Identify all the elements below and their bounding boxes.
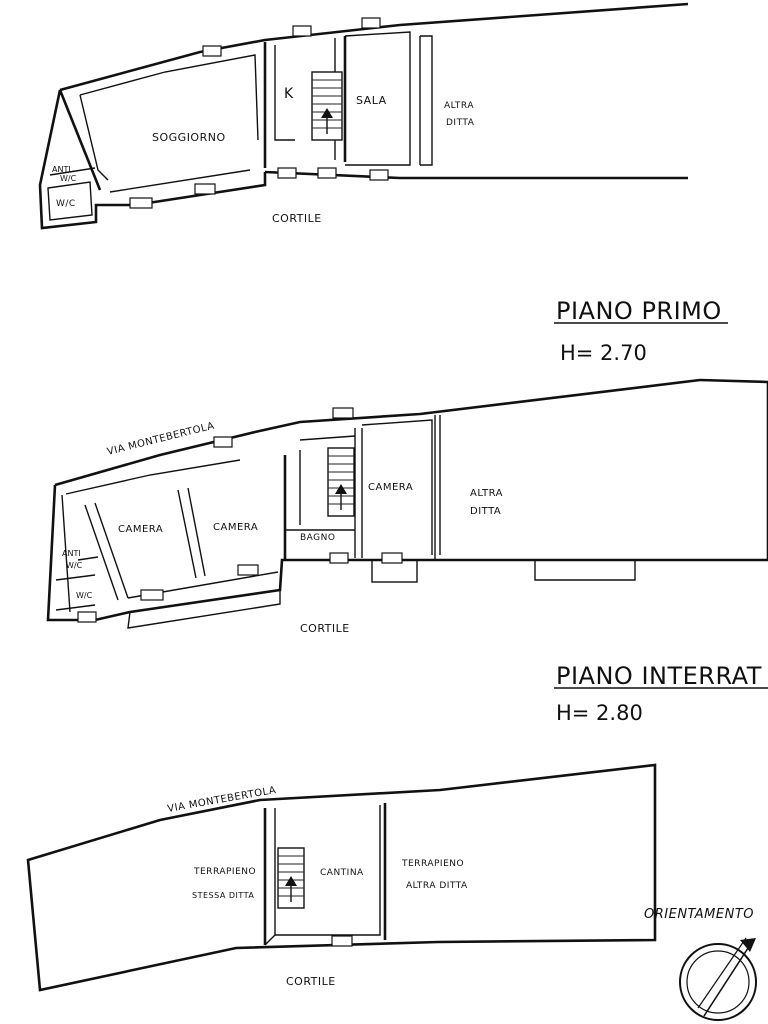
room-label-wc: W/C	[56, 199, 76, 209]
basement-height: H= 2.80	[556, 701, 643, 725]
window-markers	[129, 17, 389, 209]
room-label-bagno: BAGNO	[300, 533, 335, 543]
room-label-kitchen: K	[284, 86, 294, 102]
first-floor-height: H= 2.70	[560, 341, 647, 365]
room-label-ditta: DITTA	[470, 506, 501, 517]
room-label-altra: ALTRA	[470, 488, 503, 499]
room-label-altra-ditta: ALTRA DITTA	[406, 881, 468, 891]
room-label-anti: ANTI	[52, 165, 71, 174]
ground-floor-plan: SOGGIORNO K SALA ALTRA DITTA ANTI W/C W/…	[38, 2, 689, 230]
street-label: VIA MONTEBERTOLA	[106, 421, 216, 458]
section-heading-basement: PIANO INTERRAT	[556, 662, 762, 690]
orientation-label: ORIENTAMENTO	[644, 907, 754, 922]
room-label-camera-1: CAMERA	[118, 524, 163, 535]
room-label-wc: W/C	[76, 591, 93, 600]
room-label-sala: SALA	[356, 94, 387, 107]
stairs-icon	[311, 71, 343, 141]
room-label-cantina: CANTINA	[320, 868, 364, 878]
room-label-terrapieno: TERRAPIENO	[193, 867, 256, 877]
room-label-ditta: DITTA	[446, 118, 475, 128]
room-label-camera-2: CAMERA	[213, 522, 258, 533]
room-label-soggiorno: SOGGIORNO	[152, 131, 226, 144]
stairs-icon	[277, 847, 305, 909]
room-label-altra: ALTRA	[444, 101, 474, 111]
room-label-anti: ANTI	[62, 549, 81, 558]
window-marker	[331, 935, 353, 947]
room-label-camera-3: CAMERA	[368, 482, 413, 493]
room-label-stessa-ditta: STESSA DITTA	[192, 891, 254, 900]
room-label-anti-wc: W/C	[66, 561, 83, 570]
stairs-icon	[327, 447, 355, 517]
courtyard-label: CORTILE	[286, 975, 336, 988]
room-label-anti-wc: W/C	[60, 174, 77, 183]
courtyard-label: CORTILE	[300, 622, 350, 635]
first-floor-plan: VIA MONTEBERTOLA CAMERA CAMERA CAMERA BA…	[46, 378, 768, 635]
basement-plan: VIA MONTEBERTOLA TERRAPIENO STESSA DITTA…	[26, 763, 657, 992]
room-label-terrapieno-right: TERRAPIENO	[401, 859, 464, 869]
window-markers	[77, 407, 403, 623]
north-arrow-icon	[679, 937, 757, 1021]
section-heading-first-floor: PIANO PRIMO	[556, 297, 722, 325]
courtyard-label: CORTILE	[272, 212, 322, 225]
